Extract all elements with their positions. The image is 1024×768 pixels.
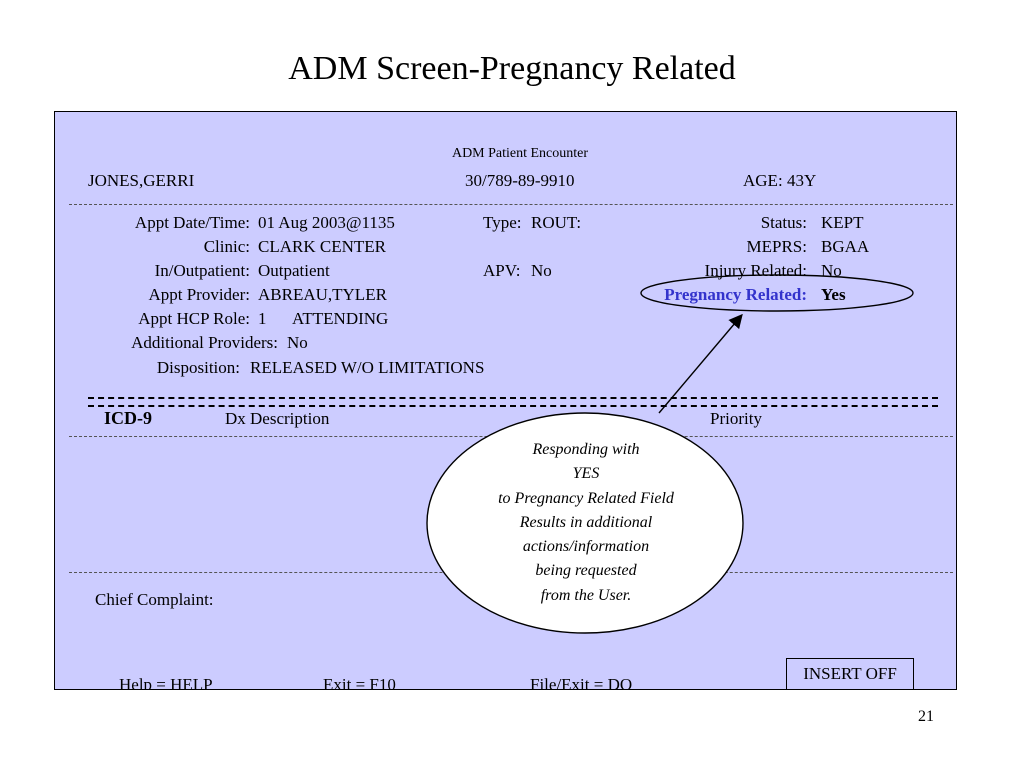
callout-line: Responding with (532, 441, 640, 458)
exit-key-hint: Exit = F10 (323, 675, 396, 690)
callout-ellipse (426, 412, 744, 634)
double-divider (88, 397, 938, 407)
screen-header: ADM Patient Encounter (451, 146, 589, 161)
provider-label: Appt Provider: (148, 285, 250, 304)
highlight-ellipse (640, 274, 914, 312)
callout-line: YES (572, 465, 600, 483)
adm-terminal-screen: ADM Patient Encounter JONES,GERRI 30/789… (54, 111, 957, 690)
inout-value[interactable]: Outpatient (258, 261, 330, 280)
hcp-role-code[interactable]: 1 (258, 309, 267, 328)
hcp-role-value[interactable]: ATTENDING (292, 309, 389, 328)
callout-line: being requested (535, 562, 637, 580)
inout-label: In/Outpatient: (154, 261, 250, 280)
apv-label: APV: (483, 261, 521, 280)
callout-line: from the User. (540, 586, 632, 604)
additional-providers-label: Additional Providers: (131, 333, 278, 352)
callout-line: actions/information (522, 538, 650, 556)
callout-arrow (658, 313, 743, 414)
clinic-label: Clinic: (203, 237, 250, 256)
divider-line (69, 204, 953, 205)
pregnancy-related-label: Pregnancy Related: (664, 285, 807, 304)
hcp-role-label: Appt HCP Role: (138, 309, 250, 328)
appt-date-value[interactable]: 01 Aug 2003@1135 (258, 213, 395, 232)
meprs-value[interactable]: BGAA (821, 237, 870, 256)
callout-line: to Pregnancy Related Field (498, 489, 674, 507)
col-priority: Priority (710, 409, 762, 428)
provider-value[interactable]: ABREAU,TYLER (258, 285, 387, 304)
chief-complaint-label: Chief Complaint: (95, 590, 214, 609)
slide-number: 21 (918, 708, 934, 725)
type-value[interactable]: ROUT: (531, 213, 582, 232)
file-exit-key-hint: File/Exit = DO (530, 675, 633, 690)
callout-line: Results in additional (519, 513, 653, 531)
callout-text: Responding with YES to Pregnancy Related… (430, 438, 742, 608)
disposition-value[interactable]: RELEASED W/O LIMITATIONS (250, 358, 485, 377)
apv-value[interactable]: No (531, 261, 552, 280)
col-dx-description: Dx Description (225, 409, 330, 428)
patient-id: 30/789-89-9910 (465, 171, 575, 190)
pregnancy-related-value[interactable]: Yes (821, 285, 846, 304)
type-label: Type: (483, 213, 522, 232)
age-label: AGE: (743, 171, 783, 190)
status-value[interactable]: KEPT (821, 213, 864, 232)
clinic-value[interactable]: CLARK CENTER (258, 237, 386, 256)
help-key-hint: Help = HELP (119, 675, 213, 690)
insert-mode-indicator: INSERT OFF (786, 658, 914, 689)
appt-date-label: Appt Date/Time: (134, 213, 250, 232)
disposition-label: Disposition: (156, 358, 240, 377)
age-value: 43Y (787, 171, 817, 190)
slide-title: ADM Screen-Pregnancy Related (288, 50, 736, 87)
patient-name: JONES,GERRI (88, 171, 195, 190)
status-label: Status: (760, 213, 807, 232)
col-icd9: ICD-9 (104, 408, 152, 428)
injury-related-value[interactable]: No (821, 261, 842, 280)
meprs-label: MEPRS: (746, 237, 807, 256)
additional-providers-value[interactable]: No (287, 333, 308, 352)
